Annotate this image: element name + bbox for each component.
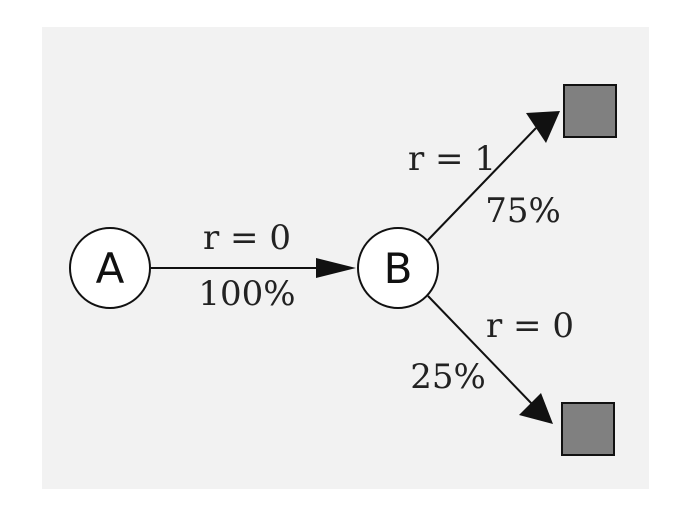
node-a-circle — [69, 227, 151, 309]
node-a-label: A — [96, 244, 125, 293]
edge-b-top-percent-label: 75% — [485, 191, 561, 231]
edge-b-to-bottom-terminal — [427, 295, 553, 424]
node-b: B — [357, 227, 439, 309]
terminal-node-bottom — [561, 402, 615, 456]
node-b-circle — [357, 227, 439, 309]
edge-a-b-reward-label: r = 0 — [203, 218, 291, 258]
edge-b-to-top-terminal — [427, 111, 560, 241]
terminal-node-top — [563, 84, 617, 138]
edge-b-bottom-percent-label: 25% — [410, 357, 486, 397]
edge-a-to-b — [151, 258, 356, 278]
edge-b-bottom-reward-label: r = 0 — [486, 306, 574, 346]
arrowhead-a-to-b — [316, 258, 356, 278]
edge-b-top-reward-label: r = 1 — [408, 139, 496, 179]
edge-a-b-percent-label: 100% — [198, 274, 295, 314]
arrowhead-b-to-top — [526, 111, 560, 143]
arrowhead-b-to-bottom — [519, 393, 553, 424]
node-b-label: B — [384, 244, 413, 293]
node-a: A — [69, 227, 151, 309]
